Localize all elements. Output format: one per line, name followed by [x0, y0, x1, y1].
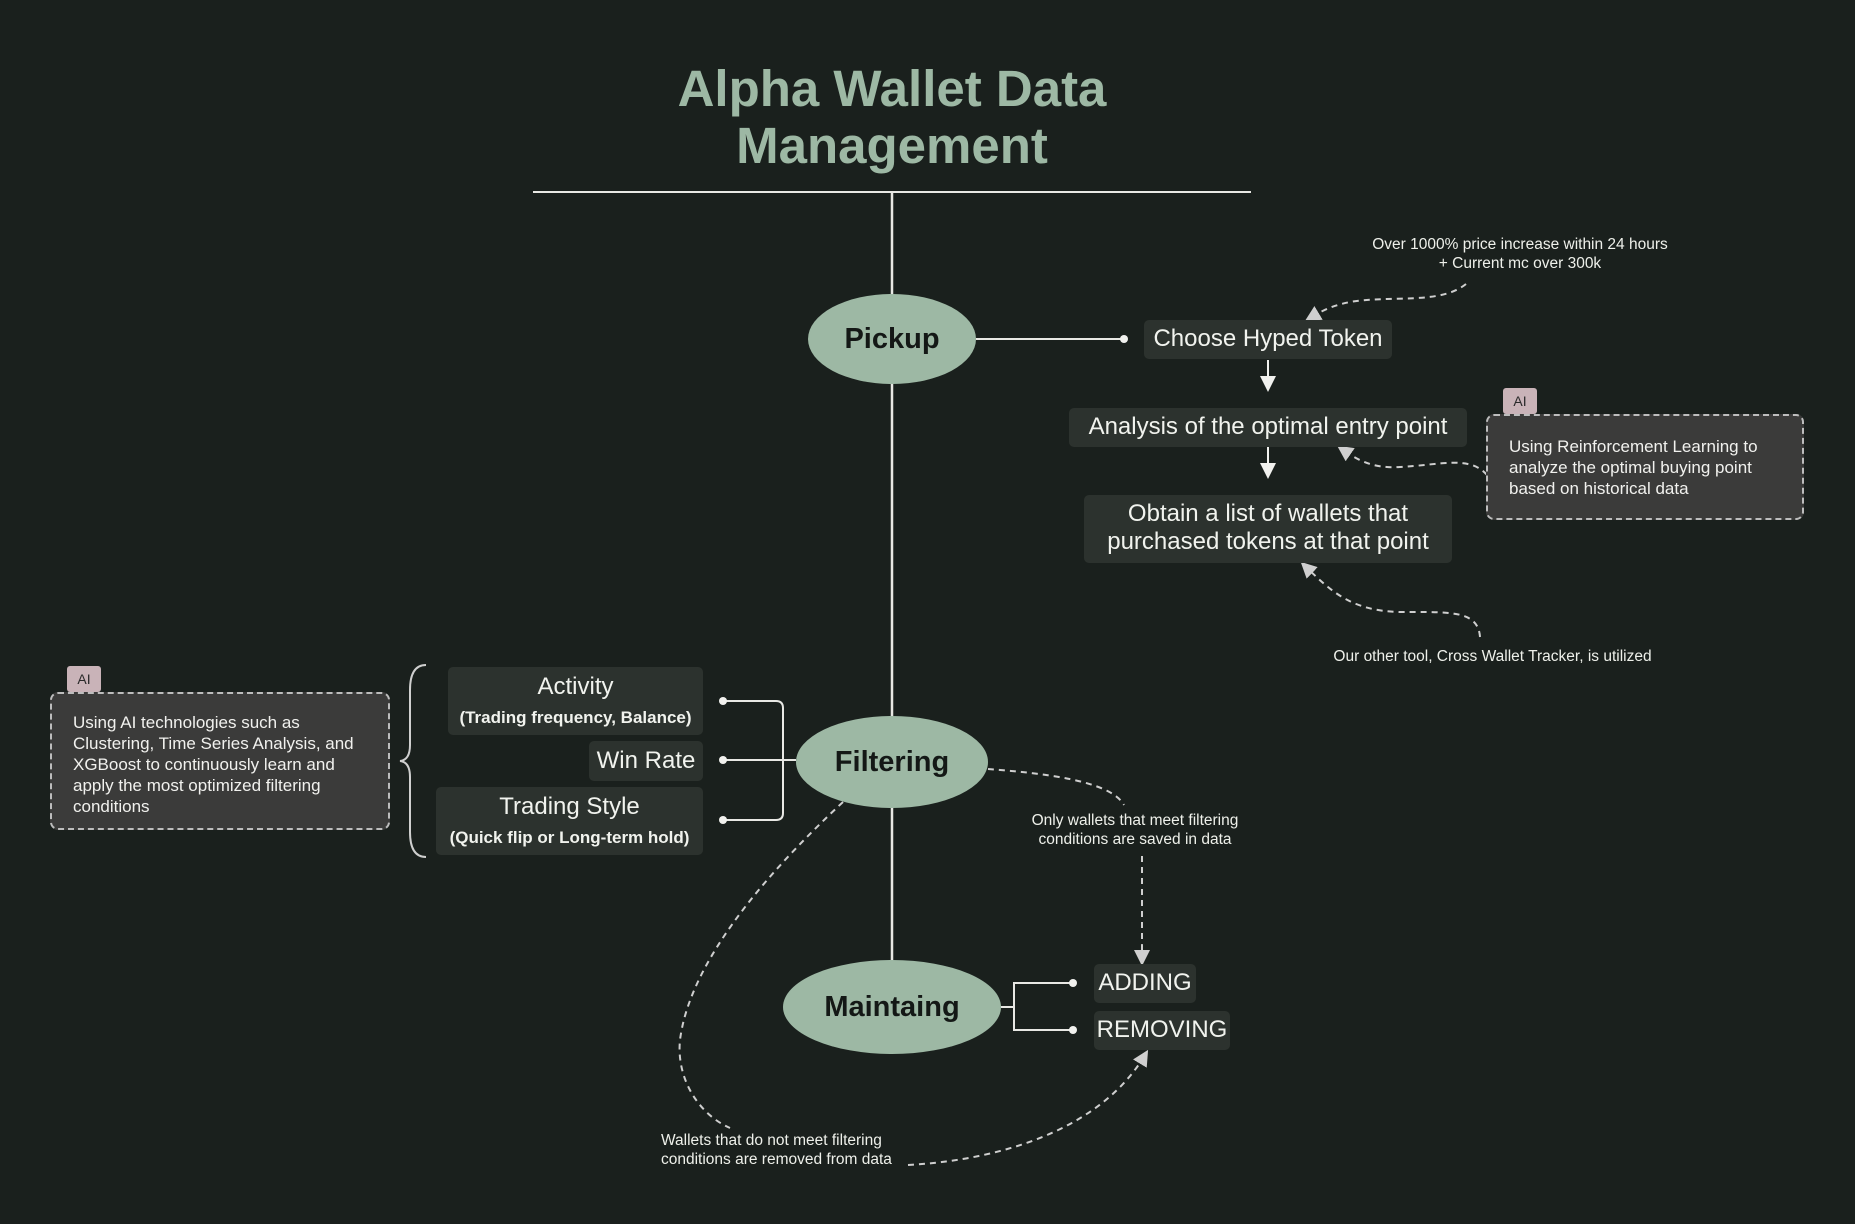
filter-saved-note: Only wallets that meet filtering conditi… — [1010, 811, 1260, 849]
ai-tag-filter: AI — [67, 666, 101, 692]
filter-removed-line2: conditions are removed from data — [661, 1151, 892, 1168]
activity-sublabel: (Trading frequency, Balance) — [459, 708, 692, 727]
maintaining-node[interactable]: Maintaing — [783, 960, 1001, 1054]
obtain-wallets-box[interactable]: Obtain a list of wallets that purchased … — [1084, 495, 1452, 563]
filtering-bracket — [725, 700, 796, 821]
page-title: Alpha Wallet Data Management — [677, 60, 1107, 174]
win-rate-box[interactable]: Win Rate — [589, 741, 703, 781]
analysis-box[interactable]: Analysis of the optimal entry point — [1069, 408, 1467, 447]
removing-box[interactable]: REMOVING — [1094, 1011, 1230, 1050]
trading-style-label: Trading Style — [499, 793, 640, 820]
ai-brace — [399, 664, 427, 858]
ai-filter-box: Using AI technologies such as Clustering… — [50, 692, 390, 830]
win-rate-label: Win Rate — [596, 747, 696, 774]
cross-wallet-arrow — [1300, 561, 1481, 638]
choose-hyped-token-label: Choose Hyped Token — [1153, 325, 1383, 352]
analysis-label: Analysis of the optimal entry point — [1088, 413, 1448, 440]
filter-saved-line2: conditions are saved in data — [1038, 831, 1232, 848]
ai-rl-box: Using Reinforcement Learning to analyze … — [1486, 414, 1804, 520]
pickup-node[interactable]: Pickup — [808, 294, 976, 384]
choose-hyped-token-box[interactable]: Choose Hyped Token — [1144, 320, 1392, 359]
filter-removed-line1: Wallets that do not meet filtering — [661, 1132, 882, 1149]
hype-criteria-note: Over 1000% price increase within 24 hour… — [1340, 235, 1700, 273]
activity-box[interactable]: Activity (Trading frequency, Balance) — [448, 667, 703, 735]
adding-label: ADDING — [1098, 969, 1192, 996]
hype-criteria-line2: + Current mc over 300k — [1438, 255, 1602, 272]
ai-tag-rl: AI — [1503, 388, 1537, 414]
filtering-node[interactable]: Filtering — [796, 716, 988, 808]
removed-arrow — [678, 801, 844, 1129]
hype-note-arrow — [1304, 283, 1467, 322]
maintaining-bracket — [1001, 982, 1070, 1031]
obtain-wallets-label: Obtain a list of wallets that purchased … — [1107, 500, 1429, 555]
trading-style-sublabel: (Quick flip or Long-term hold) — [449, 828, 690, 847]
rl-box-arrow — [1337, 445, 1488, 476]
filter-saved-line1: Only wallets that meet filtering — [1031, 812, 1239, 829]
hype-criteria-line1: Over 1000% price increase within 24 hour… — [1372, 236, 1668, 253]
cross-wallet-note: Our other tool, Cross Wallet Tracker, is… — [1333, 648, 1652, 665]
trading-style-box[interactable]: Trading Style (Quick flip or Long-term h… — [436, 787, 703, 855]
removing-label: REMOVING — [1096, 1016, 1228, 1043]
adding-box[interactable]: ADDING — [1094, 964, 1196, 1003]
saved-arrow — [987, 768, 1125, 806]
filter-removed-note: Wallets that do not meet filtering condi… — [661, 1131, 921, 1169]
activity-label: Activity — [537, 673, 614, 700]
